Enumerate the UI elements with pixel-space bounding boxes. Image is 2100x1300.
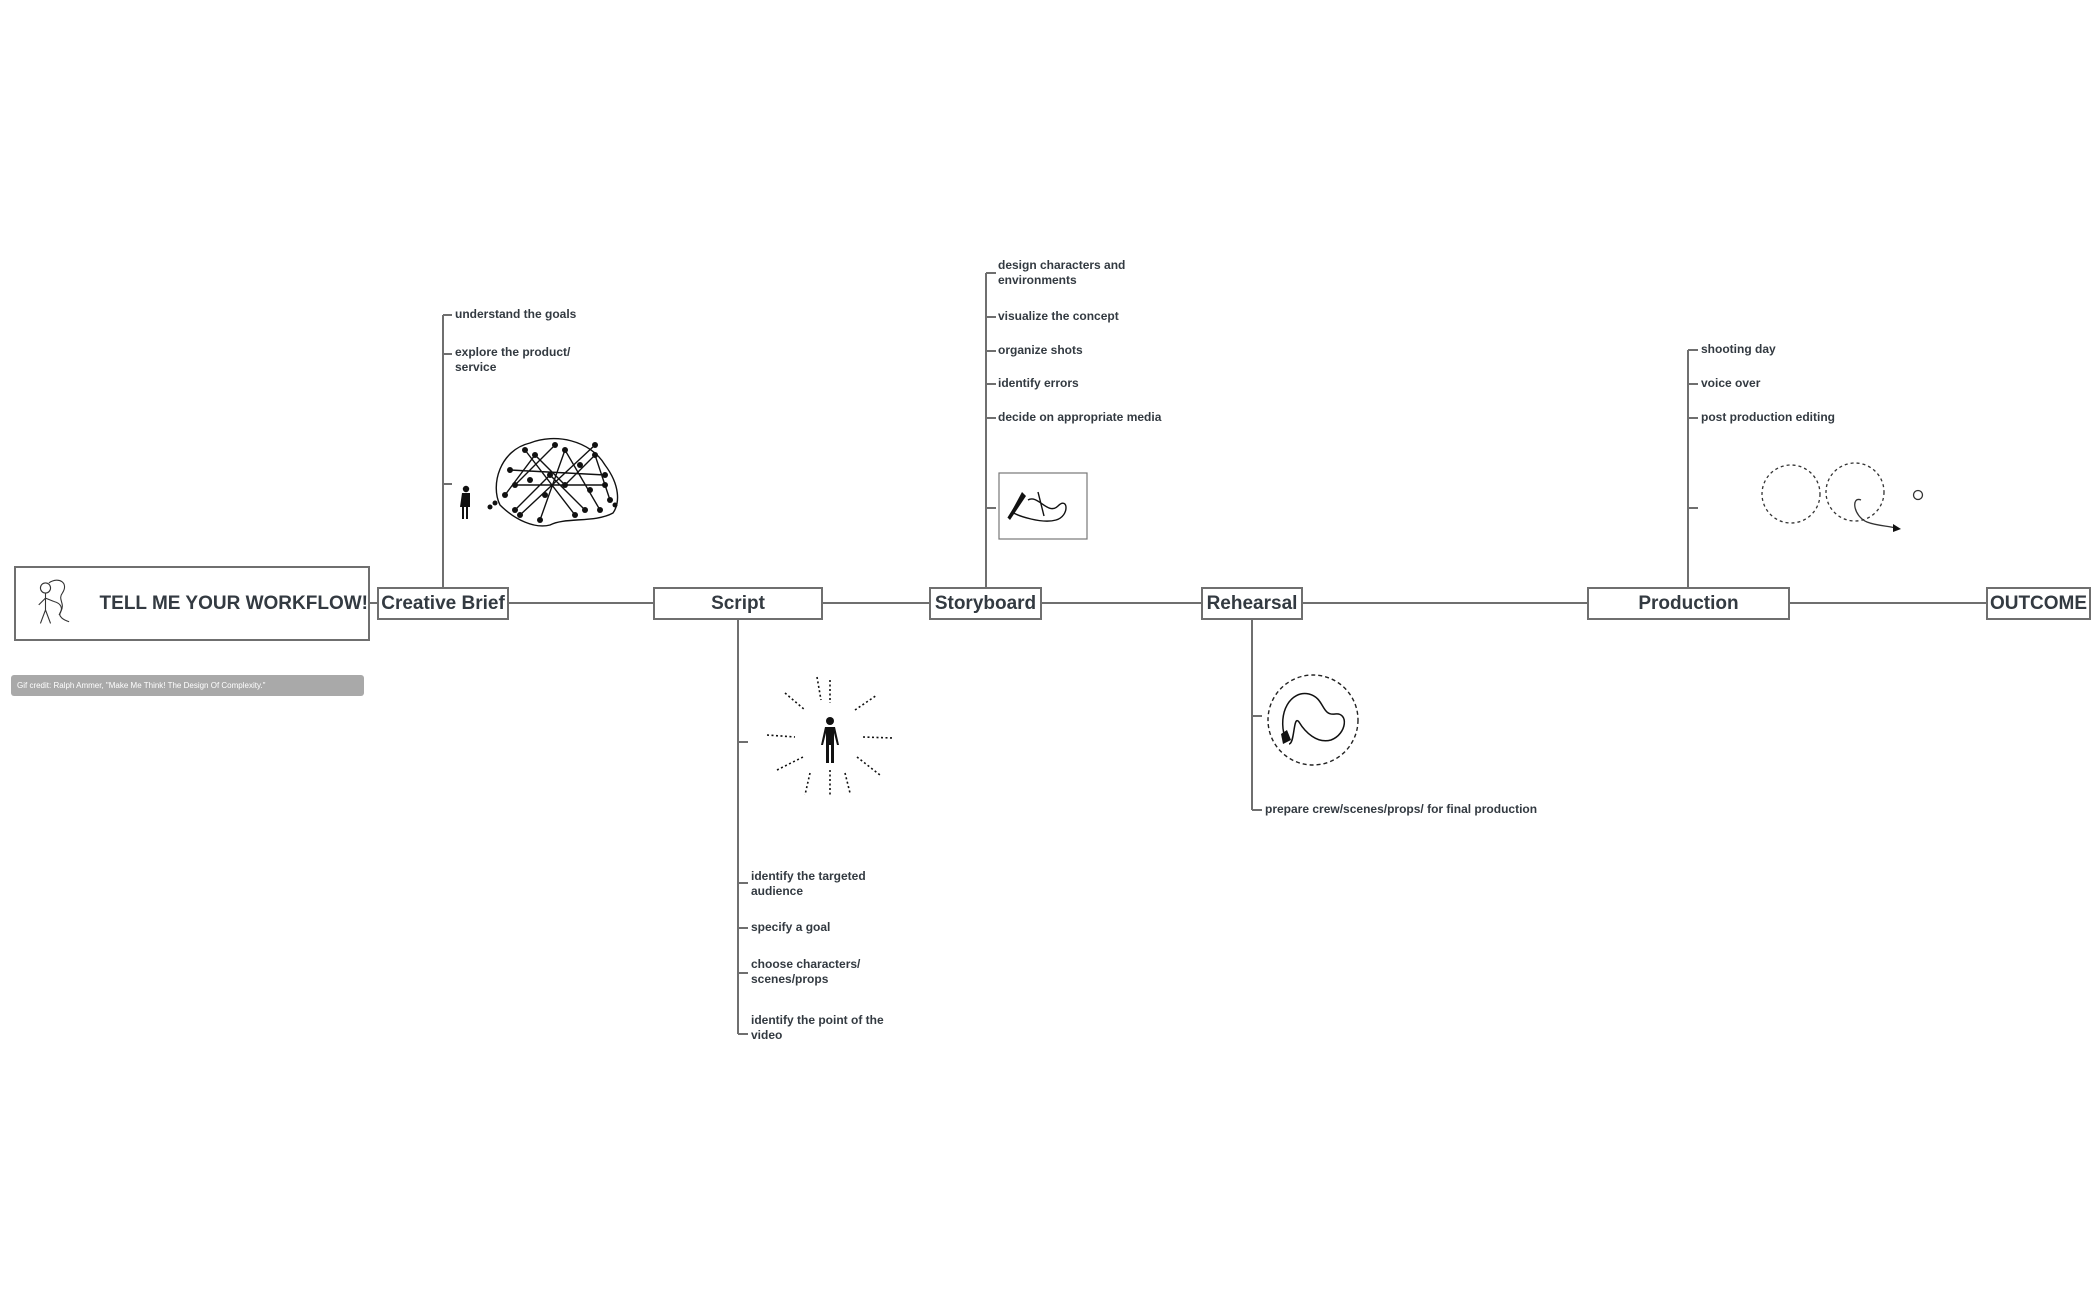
gif-credit: Gif credit: Ralph Ammer, "Make Me Think!…: [11, 675, 364, 696]
leaf-explore-product[interactable]: explore the product/ service: [455, 345, 571, 374]
stage-production[interactable]: Production: [1587, 587, 1790, 620]
person-thinking-sketch-icon: [38, 579, 70, 624]
stage-storyboard[interactable]: Storyboard: [929, 587, 1042, 620]
leaf-choose-characters[interactable]: choose characters/ scenes/props: [751, 957, 861, 986]
leaf-point-of-video[interactable]: identify the point of the video: [751, 1013, 884, 1042]
root-topic[interactable]: TELL ME YOUR WORKFLOW!: [14, 566, 370, 641]
sketch-frame-icon: [998, 472, 1088, 540]
stage-rehearsal[interactable]: Rehearsal: [1201, 587, 1303, 620]
leaf-voice-over[interactable]: voice over: [1701, 376, 1761, 390]
stage-creative-brief[interactable]: Creative Brief: [377, 587, 509, 620]
leaf-decide-media[interactable]: decide on appropriate media: [998, 410, 1162, 424]
leaf-post-production[interactable]: post production editing: [1701, 410, 1835, 424]
leaf-specify-goal[interactable]: specify a goal: [751, 920, 831, 934]
tangled-loop-circle-icon: [1267, 674, 1359, 766]
leaf-organize-shots[interactable]: organize shots: [998, 343, 1083, 357]
dashed-circles-path-icon: [1761, 462, 1924, 532]
leaf-targeted-audience[interactable]: identify the targeted audience: [751, 869, 866, 898]
leaf-identify-errors[interactable]: identify errors: [998, 376, 1079, 390]
leaf-shooting-day[interactable]: shooting day: [1701, 342, 1776, 356]
stage-script[interactable]: Script: [653, 587, 823, 620]
person-radiating-lines-icon: [766, 676, 894, 797]
leaf-prepare-crew[interactable]: prepare crew/scenes/props/ for final pro…: [1265, 802, 1538, 816]
person-and-brain-network-icon: [460, 437, 619, 527]
root-title: TELL ME YOUR WORKFLOW!: [99, 592, 368, 614]
leaf-visualize-concept[interactable]: visualize the concept: [998, 309, 1119, 323]
leaf-understand-goals[interactable]: understand the goals: [455, 307, 577, 321]
leaf-design-characters[interactable]: design characters and environments: [998, 258, 1126, 287]
stage-outcome[interactable]: OUTCOME: [1986, 587, 2091, 620]
